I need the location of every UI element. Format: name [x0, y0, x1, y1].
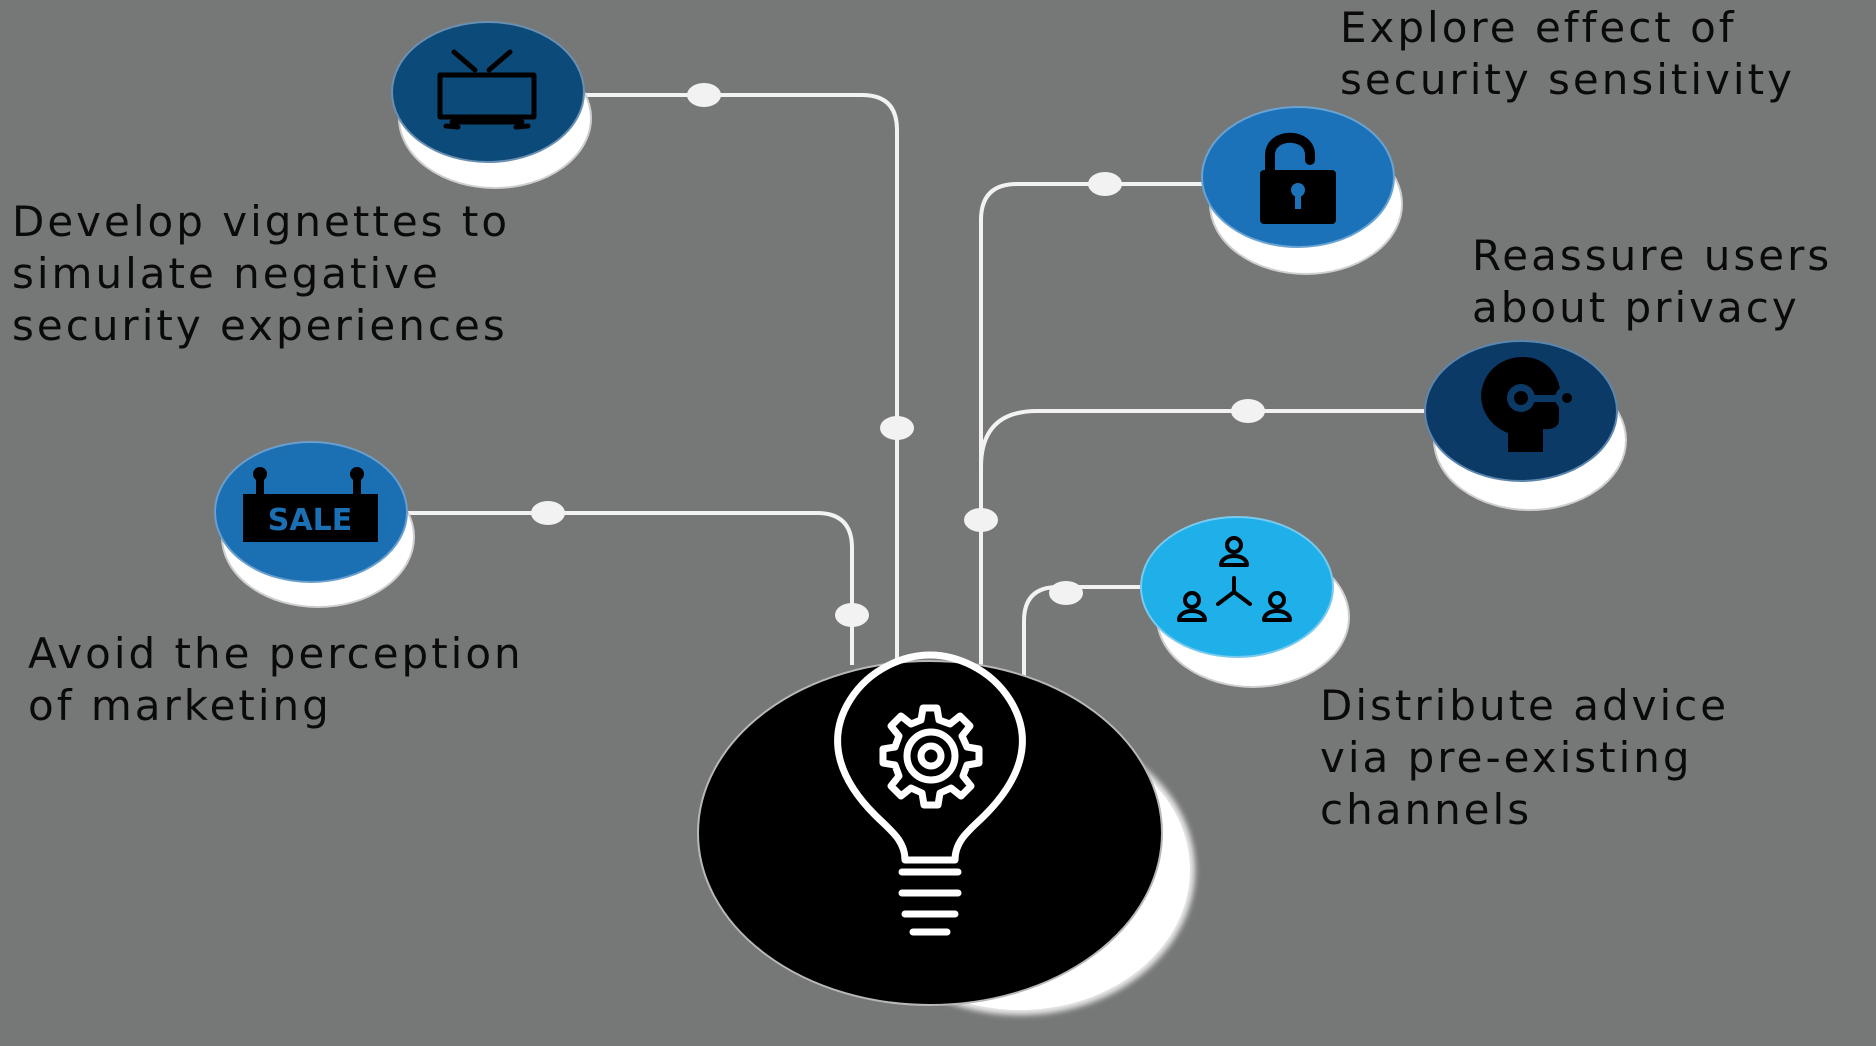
- label-line: Explore effect of: [1340, 3, 1737, 52]
- connector-privacy: [979, 409, 1425, 468]
- connector-lines: [408, 93, 1425, 680]
- lightbulb-gear-icon: [834, 651, 1026, 936]
- junction-dot: [1049, 581, 1083, 605]
- junction-dot: [531, 501, 565, 525]
- sale-sign-icon: SALE: [243, 467, 378, 542]
- sale-icon-lettering: SALE: [268, 503, 352, 538]
- junction-dot: [1088, 172, 1122, 196]
- node-lock: [1201, 106, 1403, 275]
- connector-lock: [979, 182, 1202, 665]
- junction-dot: [835, 603, 869, 627]
- tv-icon: [437, 49, 537, 130]
- label-distribute-channels: Distribute advice via pre-existing chann…: [1320, 680, 1729, 836]
- central-hub: [697, 651, 1195, 1015]
- label-line: Distribute advice: [1320, 681, 1730, 730]
- junction-dot: [1231, 399, 1265, 423]
- people-network-icon: [1177, 536, 1292, 622]
- label-line: channels: [1320, 785, 1533, 834]
- connector-sale: [408, 511, 854, 665]
- node-sale: SALE: [214, 441, 415, 608]
- label-avoid-marketing: Avoid the perception of marketing: [28, 628, 524, 732]
- junction-dot: [964, 508, 998, 532]
- label-line: Develop vignettes to: [12, 197, 511, 246]
- label-line: simulate negative: [12, 249, 441, 298]
- node-network: [1140, 516, 1350, 688]
- connector-network: [1022, 585, 1142, 680]
- junction-dot: [880, 416, 914, 440]
- junction-dots: [531, 83, 1265, 627]
- hub-disc: [697, 660, 1163, 1006]
- label-line: about privacy: [1472, 283, 1800, 332]
- unlocked-padlock-icon: [1260, 132, 1336, 224]
- label-develop-vignettes: Develop vignettes to simulate negative s…: [12, 196, 510, 352]
- node-privacy: [1424, 340, 1627, 511]
- label-explore-sensitivity: Explore effect of security sensitivity: [1340, 2, 1795, 106]
- node-disc: [391, 21, 585, 163]
- label-line: of marketing: [28, 681, 332, 730]
- junction-dot: [687, 83, 721, 107]
- head-key-icon: [1481, 357, 1579, 452]
- label-line: Avoid the perception: [28, 629, 524, 678]
- label-line: security sensitivity: [1340, 55, 1795, 104]
- label-line: via pre-existing: [1320, 733, 1693, 782]
- label-line: security experiences: [12, 301, 508, 350]
- label-line: Reassure users: [1472, 231, 1833, 280]
- connector-tv: [584, 93, 899, 665]
- label-reassure-privacy: Reassure users about privacy: [1472, 230, 1832, 334]
- node-tv: [391, 21, 592, 189]
